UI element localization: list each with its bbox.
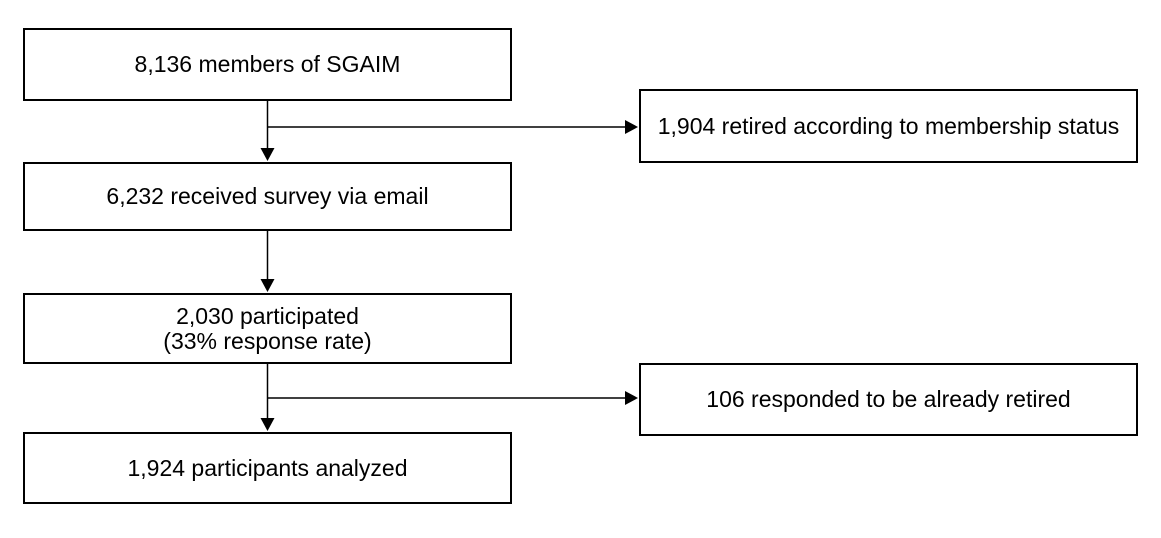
box-received-survey: 6,232 received survey via email (23, 162, 512, 231)
box-responded-already-retired: 106 responded to be already retired (639, 363, 1138, 436)
arrowhead-to-retired-membership (625, 120, 638, 134)
arrowhead-to-retired-response (625, 391, 638, 405)
box-participated-line2: (33% response rate) (163, 327, 372, 354)
box-retired-membership-status: 1,904 retired according to membership st… (639, 89, 1138, 163)
box-members-label: 8,136 members of SGAIM (134, 51, 401, 78)
arrowhead-members-to-received (260, 148, 275, 161)
box-members-sgaim: 8,136 members of SGAIM (23, 28, 512, 101)
box-retired-response-label: 106 responded to be already retired (706, 386, 1071, 413)
box-participated: 2,030 participated (33% response rate) (23, 293, 512, 364)
box-analyzed-label: 1,924 participants analyzed (127, 454, 408, 481)
arrowhead-received-to-participated (260, 279, 275, 292)
arrowhead-participated-to-analyzed (260, 418, 275, 431)
box-participants-analyzed: 1,924 participants analyzed (23, 432, 512, 504)
box-received-label: 6,232 received survey via email (106, 183, 429, 210)
box-participated-line1: 2,030 participated (176, 303, 359, 330)
box-retired-membership-label: 1,904 retired according to membership st… (657, 112, 1120, 139)
